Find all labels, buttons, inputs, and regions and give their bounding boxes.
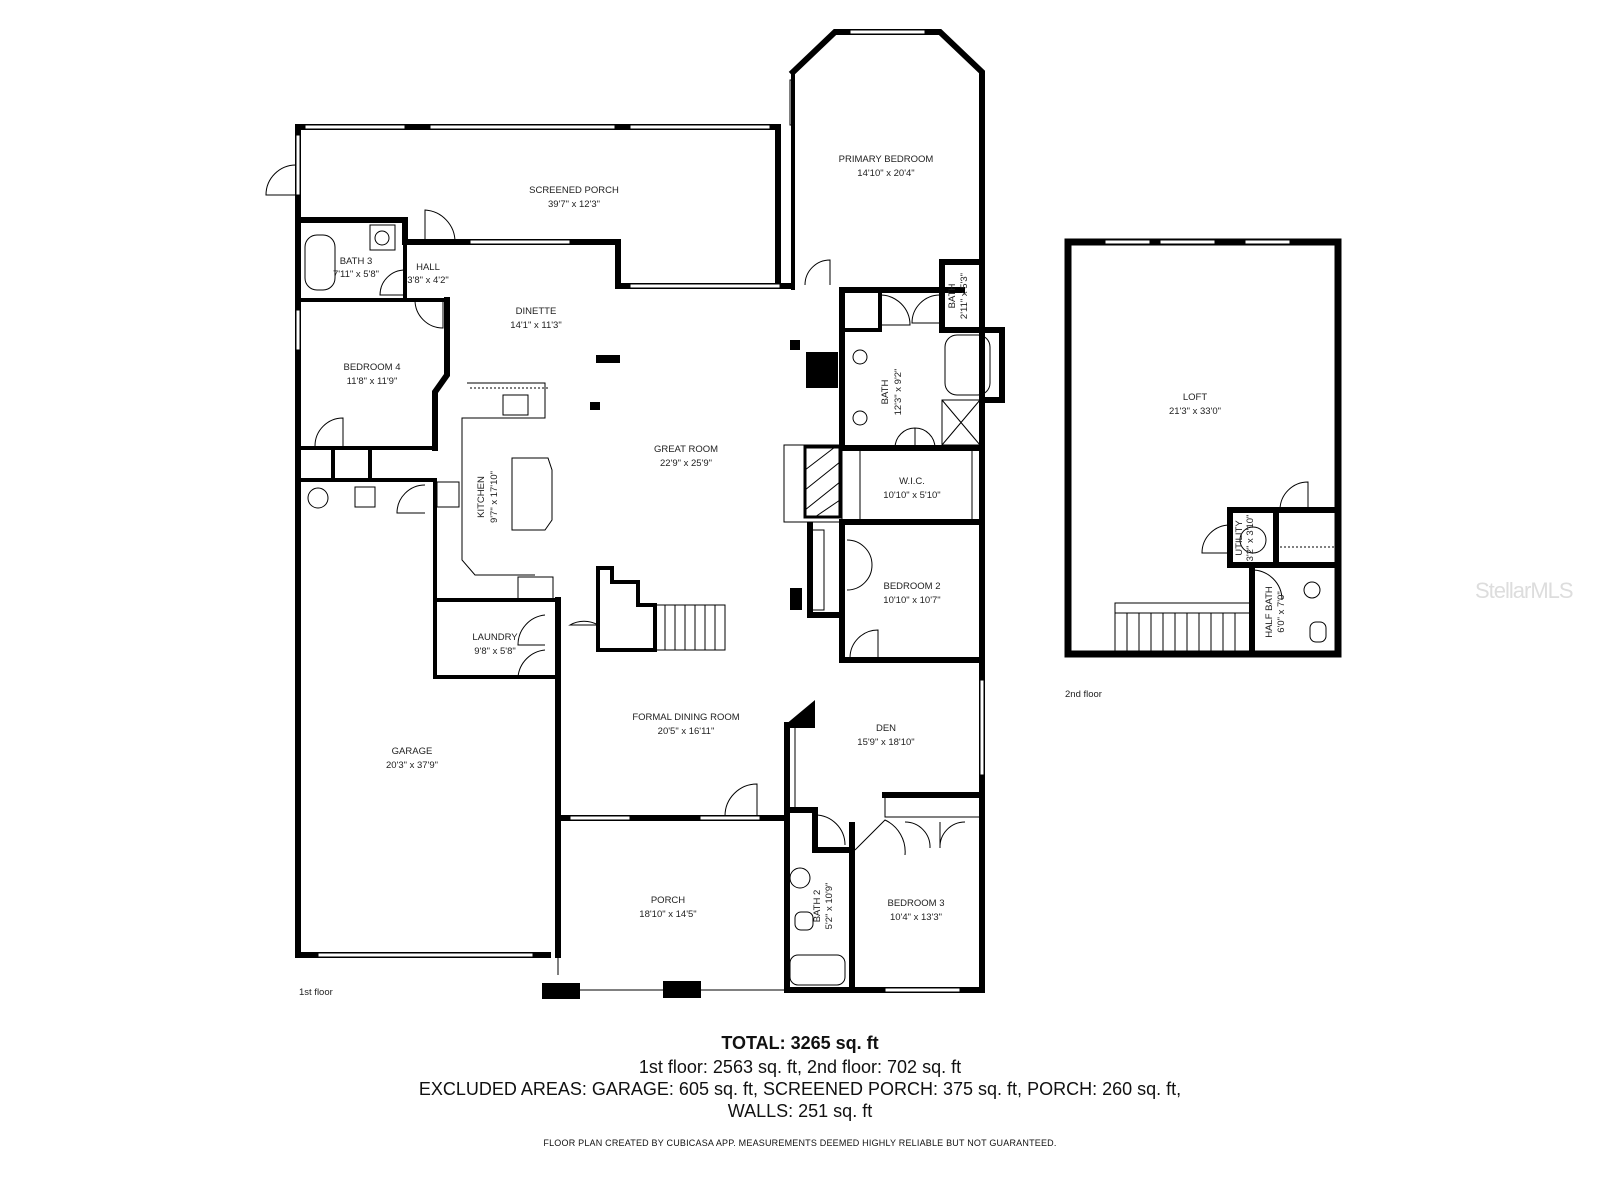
- first-floor-walls: [265, 29, 1005, 999]
- svg-text:7'11" x 5'8": 7'11" x 5'8": [333, 269, 379, 280]
- svg-text:DEN: DEN: [876, 723, 896, 734]
- svg-text:BEDROOM 4: BEDROOM 4: [343, 362, 400, 373]
- svg-text:UTILITY: UTILITY: [1234, 520, 1245, 556]
- svg-text:HALL: HALL: [416, 262, 440, 273]
- room-loft: LOFT 21'3" x 33'0": [1169, 392, 1221, 417]
- svg-text:20'5" x 16'11": 20'5" x 16'11": [658, 726, 715, 737]
- svg-text:20'3" x 37'9": 20'3" x 37'9": [386, 760, 438, 771]
- room-dinette: DINETTE 14'1" x 11'3": [510, 306, 561, 331]
- svg-text:12'3" x 9'2": 12'3" x 9'2": [893, 369, 904, 416]
- room-hall: HALL 3'8" x 4'2": [407, 262, 449, 286]
- svg-text:6'0" x 7'0": 6'0" x 7'0": [1276, 591, 1287, 633]
- room-bedroom-4: BEDROOM 4 11'8" x 11'9": [343, 362, 400, 387]
- floor-label-1st: 1st floor: [299, 987, 333, 998]
- svg-text:18'10" x 14'5": 18'10" x 14'5": [639, 909, 696, 920]
- svg-text:BATH 3: BATH 3: [340, 256, 373, 267]
- svg-text:PRIMARY BEDROOM: PRIMARY BEDROOM: [839, 154, 934, 165]
- svg-text:BEDROOM 3: BEDROOM 3: [887, 898, 944, 909]
- svg-text:3'2" x 3'10": 3'2" x 3'10": [1245, 515, 1256, 562]
- svg-text:DINETTE: DINETTE: [516, 306, 557, 317]
- svg-text:3'8" x 4'2": 3'8" x 4'2": [407, 275, 449, 286]
- svg-text:15'9" x 18'10": 15'9" x 18'10": [857, 737, 914, 748]
- svg-text:HALF BATH: HALF BATH: [1264, 586, 1275, 638]
- total-area: TOTAL: 3265 sq. ft: [721, 1033, 879, 1053]
- svg-text:5'2" x 10'9": 5'2" x 10'9": [824, 883, 835, 930]
- svg-text:2'11" x 5'3": 2'11" x 5'3": [959, 273, 970, 319]
- svg-text:9'7" x 17'10": 9'7" x 17'10": [489, 471, 500, 523]
- svg-text:10'10" x 5'10": 10'10" x 5'10": [883, 490, 940, 501]
- svg-text:LOFT: LOFT: [1183, 392, 1207, 403]
- room-porch: PORCH 18'10" x 14'5": [639, 895, 696, 920]
- svg-text:10'4" x 13'3": 10'4" x 13'3": [890, 912, 942, 923]
- room-bedroom-3: BEDROOM 3 10'4" x 13'3": [887, 898, 944, 923]
- svg-text:BATH 2: BATH 2: [812, 890, 823, 923]
- room-formal-dining: FORMAL DINING ROOM 20'5" x 16'11": [632, 712, 739, 737]
- floor-label-2nd: 2nd floor: [1065, 689, 1102, 700]
- svg-text:GREAT ROOM: GREAT ROOM: [654, 444, 718, 455]
- room-laundry: LAUNDRY 9'8" x 5'8": [472, 632, 518, 657]
- svg-text:BATH: BATH: [947, 284, 958, 309]
- svg-text:21'3" x 33'0": 21'3" x 33'0": [1169, 406, 1221, 417]
- room-bedroom-2: BEDROOM 2 10'10" x 10'7": [883, 581, 940, 606]
- room-den: DEN 15'9" x 18'10": [857, 723, 914, 748]
- room-garage: GARAGE 20'3" x 37'9": [386, 746, 438, 771]
- svg-text:BATH: BATH: [880, 380, 891, 405]
- room-screened-porch: SCREENED PORCH 39'7" x 12'3": [529, 185, 619, 210]
- svg-text:22'9" x 25'9": 22'9" x 25'9": [660, 458, 712, 469]
- svg-text:9'8" x 5'8": 9'8" x 5'8": [474, 646, 516, 657]
- svg-text:PORCH: PORCH: [651, 895, 685, 906]
- svg-text:14'1" x 11'3": 14'1" x 11'3": [510, 320, 561, 331]
- disclaimer: FLOOR PLAN CREATED BY CUBICASA APP. MEAS…: [543, 1138, 1057, 1148]
- svg-text:39'7" x 12'3": 39'7" x 12'3": [548, 199, 600, 210]
- excluded-areas: EXCLUDED AREAS: GARAGE: 605 sq. ft, SCRE…: [418, 1079, 1182, 1099]
- room-wic: W.I.C. 10'10" x 5'10": [883, 476, 940, 501]
- svg-text:10'10" x 10'7": 10'10" x 10'7": [883, 595, 940, 606]
- svg-text:11'8" x 11'9": 11'8" x 11'9": [347, 376, 398, 387]
- room-great-room: GREAT ROOM 22'9" x 25'9": [654, 444, 718, 469]
- svg-text:LAUNDRY: LAUNDRY: [472, 632, 518, 643]
- svg-text:W.I.C.: W.I.C.: [899, 476, 925, 487]
- walls-area: WALLS: 251 sq. ft: [727, 1101, 873, 1121]
- svg-text:GARAGE: GARAGE: [392, 746, 433, 757]
- watermark: StellarMLS: [1475, 578, 1574, 603]
- svg-text:14'10" x 20'4": 14'10" x 20'4": [857, 168, 914, 179]
- room-primary-bedroom: PRIMARY BEDROOM 14'10" x 20'4": [839, 154, 934, 179]
- svg-text:SCREENED PORCH: SCREENED PORCH: [529, 185, 619, 196]
- room-labels: SCREENED PORCH 39'7" x 12'3" PRIMARY BEDR…: [299, 154, 1287, 998]
- floor-areas: 1st floor: 2563 sq. ft, 2nd floor: 702 s…: [638, 1057, 962, 1077]
- svg-text:KITCHEN: KITCHEN: [476, 476, 487, 518]
- svg-text:BEDROOM 2: BEDROOM 2: [883, 581, 940, 592]
- room-bath-3: BATH 3 7'11" x 5'8": [333, 256, 379, 280]
- second-floor-walls: [1064, 238, 1342, 658]
- svg-text:FORMAL DINING ROOM: FORMAL DINING ROOM: [632, 712, 739, 723]
